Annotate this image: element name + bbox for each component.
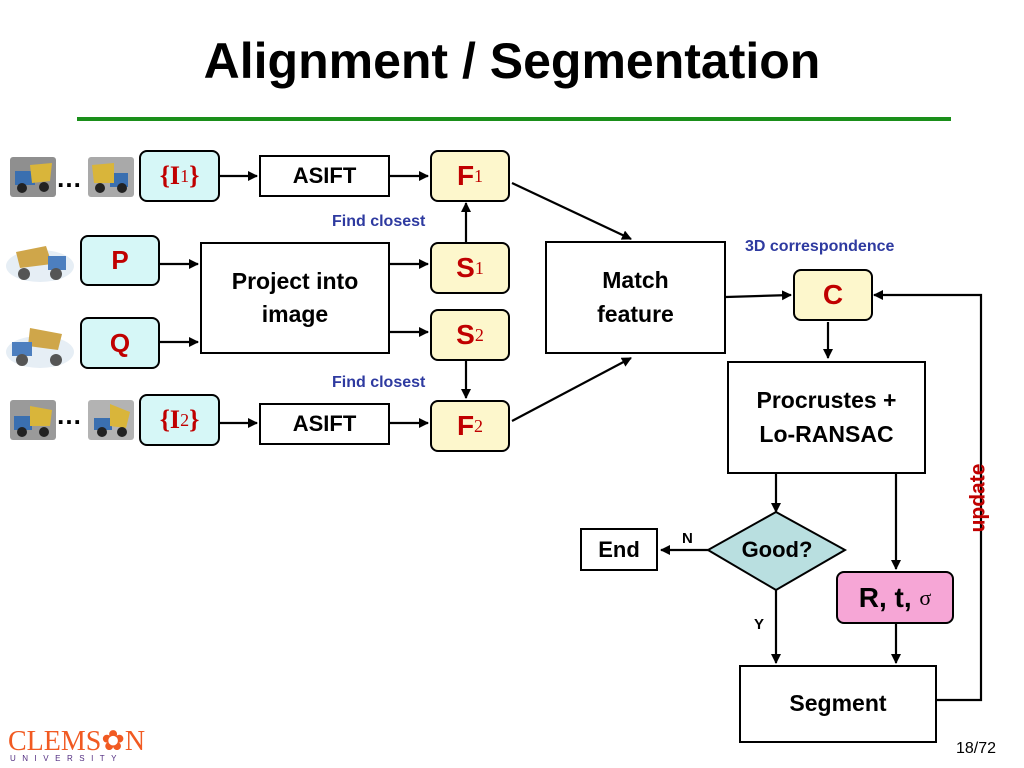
truck-image-icon [88,157,134,197]
arrow-f2-match [511,357,632,422]
good-decision-diamond [705,510,848,592]
no-label: N [682,530,693,547]
point-cloud-p-box: P [80,235,160,286]
arrow-f1-match [511,182,632,240]
clemson-logo-word: CLEMS✿N [8,726,146,757]
truck-image-icon [88,400,134,440]
asift-box-bottom: ASIFT [259,403,390,445]
slide-title: Alignment / Segmentation [203,33,821,89]
arrow-match-c [725,290,792,301]
clemson-logo: CLEMS✿N UNIVERSITY [8,724,158,764]
arrow-update-loop [873,290,983,702]
yes-label: Y [754,616,765,633]
page-number: 18/72 [956,740,997,757]
good-decision-label: Good? [741,537,813,562]
correspondence-c-box: C [793,269,873,321]
clemson-logo-sub: UNIVERSITY [10,754,124,763]
rotation-translation-scale-box: R, t, σ [836,571,954,624]
match-feature-box: Match feature [545,241,726,354]
point-cloud-icon [2,320,78,370]
update-label: update [966,463,990,533]
title-divider [77,117,951,121]
end-box: End [580,528,658,571]
find-closest-label-bottom: Find closest [332,374,426,391]
find-closest-label-top: Find closest [332,213,426,230]
ellipsis-top: … [56,163,82,193]
asift-box-top: ASIFT [259,155,390,197]
correspondence-label: 3D correspondence [745,238,895,255]
point-cloud-icon [2,236,78,286]
truck-image-icon [10,400,56,440]
point-cloud-q-box: Q [80,317,160,369]
ellipsis-bottom: … [56,400,82,430]
procrustes-ransac-box: Procrustes + Lo-RANSAC [727,361,926,474]
segment-box: Segment [739,665,937,743]
project-into-image-box: Project into image [200,242,390,354]
truck-image-icon [10,157,56,197]
